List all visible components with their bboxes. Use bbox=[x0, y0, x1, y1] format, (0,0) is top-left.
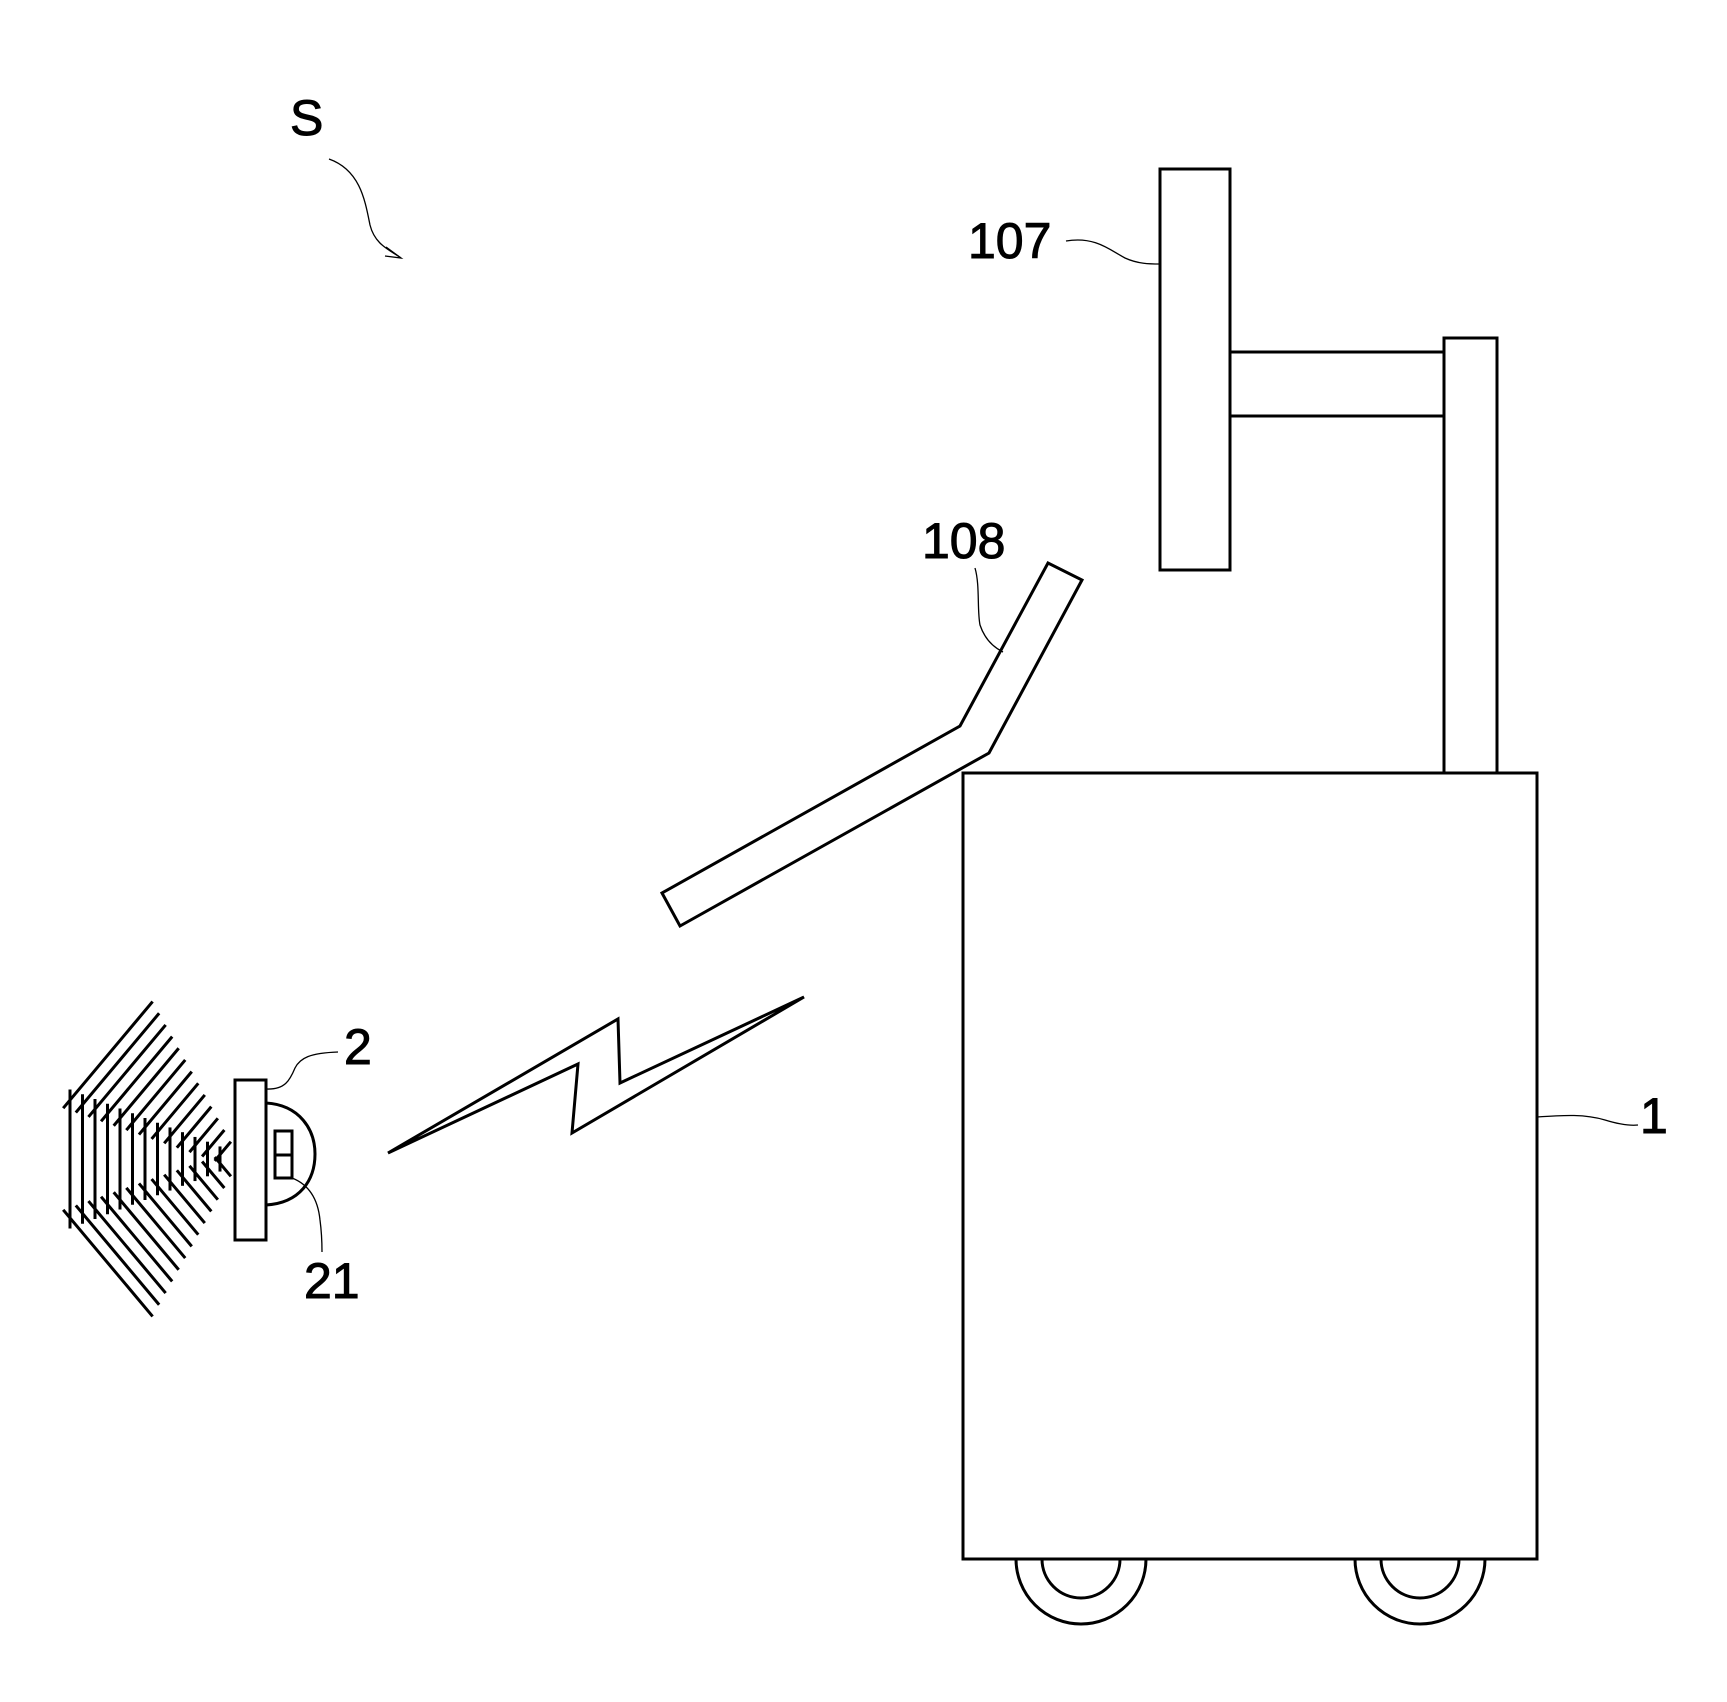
wave-line-upper bbox=[76, 1205, 159, 1304]
emission-waves bbox=[63, 1002, 231, 1317]
wave-line-upper bbox=[139, 1183, 192, 1246]
wave-line-lower bbox=[189, 1118, 217, 1152]
cart-leader bbox=[1537, 1115, 1638, 1125]
label-arm: 108 bbox=[922, 513, 1005, 569]
system-arrowhead bbox=[385, 247, 401, 258]
wave-line-upper bbox=[126, 1188, 185, 1258]
label-display: 107 bbox=[968, 213, 1051, 269]
wave-line-lower bbox=[76, 1013, 159, 1112]
display-leader bbox=[1066, 240, 1160, 264]
wave-line-upper bbox=[114, 1192, 179, 1269]
wave-line-lower bbox=[139, 1072, 192, 1135]
wheel-left bbox=[1016, 1559, 1146, 1624]
sensor-leader bbox=[292, 1178, 322, 1252]
cart-body bbox=[963, 773, 1537, 1559]
wave-line-lower bbox=[215, 1142, 231, 1161]
arm-leader bbox=[975, 568, 1003, 652]
label-system-s: S bbox=[290, 90, 323, 146]
wave-line-lower bbox=[88, 1025, 165, 1117]
wireless-signal-icon bbox=[388, 997, 804, 1153]
system-arrow bbox=[329, 159, 401, 258]
wave-line-lower bbox=[164, 1095, 205, 1143]
wheel-right bbox=[1355, 1559, 1485, 1624]
support-post bbox=[1444, 338, 1497, 773]
label-cart: 1 bbox=[1640, 1088, 1668, 1144]
label-device: 2 bbox=[344, 1019, 372, 1075]
wave-line-lower bbox=[114, 1048, 179, 1125]
articulated-arm bbox=[662, 563, 1082, 926]
wave-line-upper bbox=[88, 1201, 165, 1293]
display-support-arm bbox=[1230, 352, 1444, 416]
label-sensor: 21 bbox=[304, 1253, 360, 1309]
device-plate bbox=[235, 1080, 266, 1240]
display-panel bbox=[1160, 169, 1230, 570]
device-leader bbox=[266, 1052, 338, 1089]
wave-line-lower bbox=[126, 1060, 185, 1130]
